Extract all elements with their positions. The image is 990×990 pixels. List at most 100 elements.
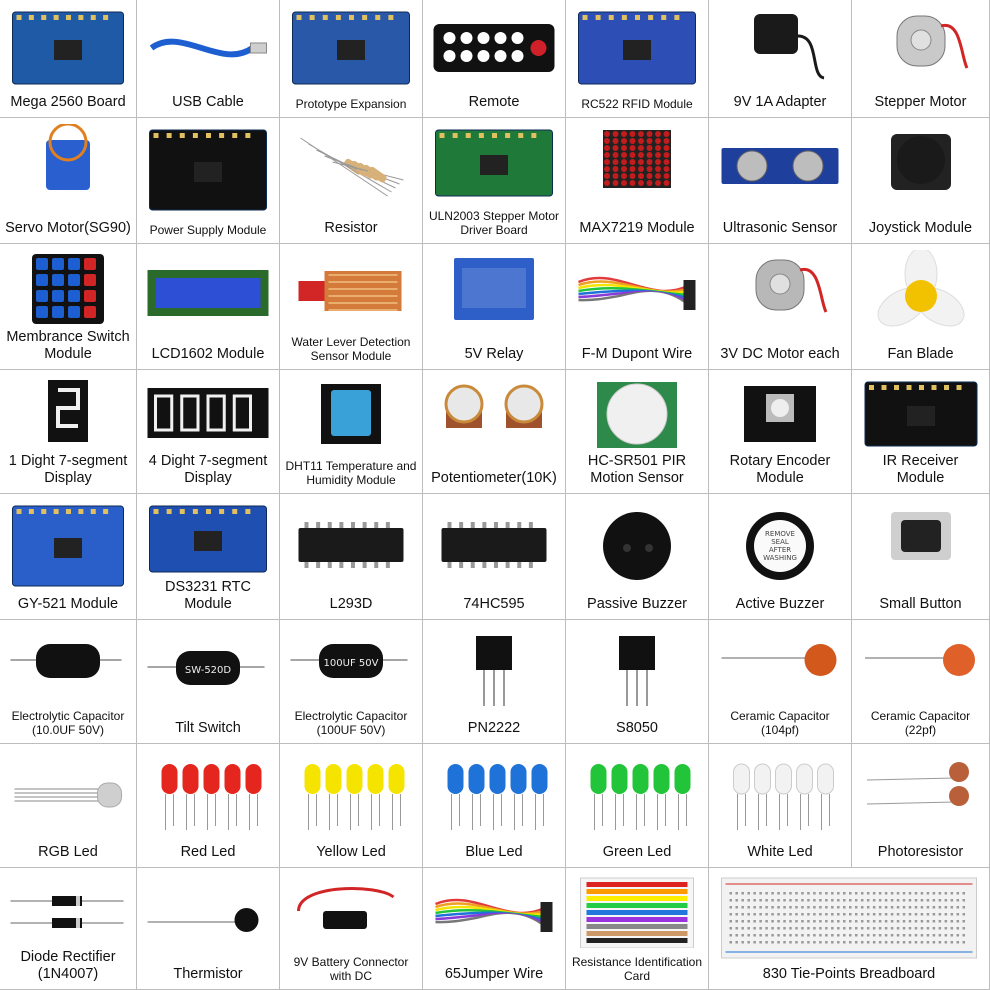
component-photo: Photoresistor (852, 744, 990, 868)
component-tilt-label: Tilt Switch (137, 720, 279, 737)
component-seg4-image (147, 388, 269, 438)
component-rfid: RC522 RFID Module (566, 0, 709, 118)
component-hc595-label: 74HC595 (423, 596, 565, 613)
component-tilt: SW-520D Tilt Switch (137, 620, 280, 744)
component-rfid-label: RC522 RFID Module (566, 97, 708, 111)
component-ir-image (864, 381, 977, 447)
label-line-1: Yellow Led (316, 844, 386, 860)
component-joy-label: Joystick Module (852, 220, 989, 237)
component-therm-label: Thermistor (137, 966, 279, 983)
label-line-1: 5V Relay (464, 346, 524, 362)
label-line-1: HC-SR501 PIR (587, 453, 687, 469)
component-breadboard: 830 Tie-Points Breadboard (709, 868, 990, 990)
label-line-1: Remote (468, 94, 520, 110)
component-dcmotor-image (755, 259, 828, 313)
label-line-1: Blue Led (465, 844, 523, 860)
label-line-1: USB Cable (172, 94, 244, 110)
component-therm: Thermistor (137, 868, 280, 990)
component-white: White Led (709, 744, 852, 868)
component-fan-image (877, 250, 964, 327)
component-mega-image (12, 11, 124, 85)
component-proto-label: Prototype Expansion (280, 97, 422, 111)
label-line-1: Ceramic Capacitor (730, 709, 830, 723)
component-usb: USB Cable (137, 0, 280, 118)
label-line-1: 830 Tie-Points Breadboard (762, 966, 936, 982)
component-hc595-image (441, 522, 547, 568)
component-servo: Servo Motor(SG90) (0, 118, 137, 244)
component-pot-label: Potentiometer(10K) (423, 470, 565, 487)
label-line-1: Joystick Module (868, 220, 973, 236)
label-line-2: Humidity Module (306, 473, 396, 487)
component-dupont: F-M Dupont Wire (566, 244, 709, 370)
label-line-1: Servo Motor(SG90) (5, 220, 131, 236)
component-relay-label: 5V Relay (423, 346, 565, 363)
component-gy521: GY-521 Module (0, 494, 137, 620)
component-ultra-label: Ultrasonic Sensor (709, 220, 851, 237)
component-pn2222-image (476, 636, 512, 706)
label-line-1: LCD1602 Module (151, 346, 265, 362)
label-line-1: Passive Buzzer (587, 596, 687, 612)
label-line-2: Module (184, 596, 232, 612)
component-diode-image (10, 896, 124, 928)
label-line-1: Membrance Switch (6, 329, 130, 345)
component-therm-image (147, 908, 259, 932)
component-resistor-label: Resistor (280, 220, 422, 237)
label-line-1: S8050 (616, 720, 658, 736)
component-blue: Blue Led (423, 744, 566, 868)
component-keypad-image (32, 254, 104, 324)
svg-text:REMOVE: REMOVE (765, 530, 795, 538)
label-line-1: RC522 RFID Module (581, 97, 693, 111)
component-dcmotor: 3V DC Motor each (709, 244, 852, 370)
label-line-2: Motion Sensor (590, 470, 684, 486)
component-rgb: RGB Led (0, 744, 137, 868)
label-line-1: Ultrasonic Sensor (722, 220, 838, 236)
component-stepper-image (896, 15, 968, 69)
component-joy-image (890, 134, 951, 190)
label-line-1: Active Buzzer (735, 596, 825, 612)
component-s8050-label: S8050 (566, 720, 708, 737)
component-yellow-image (304, 764, 405, 830)
label-line-1: Fan Blade (887, 346, 954, 362)
component-relay-image (454, 258, 534, 320)
component-l293d: L293D (280, 494, 423, 620)
label-line-2: Display (44, 470, 92, 486)
component-jumper: 65Jumper Wire (423, 868, 566, 990)
label-line-1: RGB Led (38, 844, 98, 860)
component-max-image (603, 130, 671, 188)
component-white-label: White Led (709, 844, 851, 861)
label-line-1: Small Button (879, 596, 962, 612)
component-pbuzz: Passive Buzzer (566, 494, 709, 620)
component-white-image (733, 763, 834, 830)
component-cc104-image (721, 644, 837, 676)
label-line-1: Resistor (324, 220, 378, 236)
component-remote: Remote (423, 0, 566, 118)
svg-text:SW-520D: SW-520D (185, 665, 232, 676)
component-button-label: Small Button (852, 596, 989, 613)
component-remote-label: Remote (423, 94, 565, 111)
component-cc22-label: Ceramic Capacitor(22pf) (852, 709, 989, 737)
component-seg1-image (48, 380, 88, 442)
component-ecap1-image (10, 644, 122, 678)
component-button: Small Button (852, 494, 990, 620)
label-line-1: GY-521 Module (17, 596, 119, 612)
label-line-1: Electrolytic Capacitor (294, 709, 408, 723)
label-line-2: Sensor Module (310, 349, 392, 363)
component-jumper-image (435, 898, 553, 932)
label-line-1: DS3231 RTC (165, 579, 251, 595)
component-breadboard-image (721, 877, 977, 959)
component-ultra-image (721, 148, 839, 184)
component-pbuzz-image (603, 512, 671, 580)
component-cc22-image (864, 644, 975, 676)
component-adapter-label: 9V 1A Adapter (709, 94, 851, 111)
label-line-1: 9V 1A Adapter (733, 94, 827, 110)
